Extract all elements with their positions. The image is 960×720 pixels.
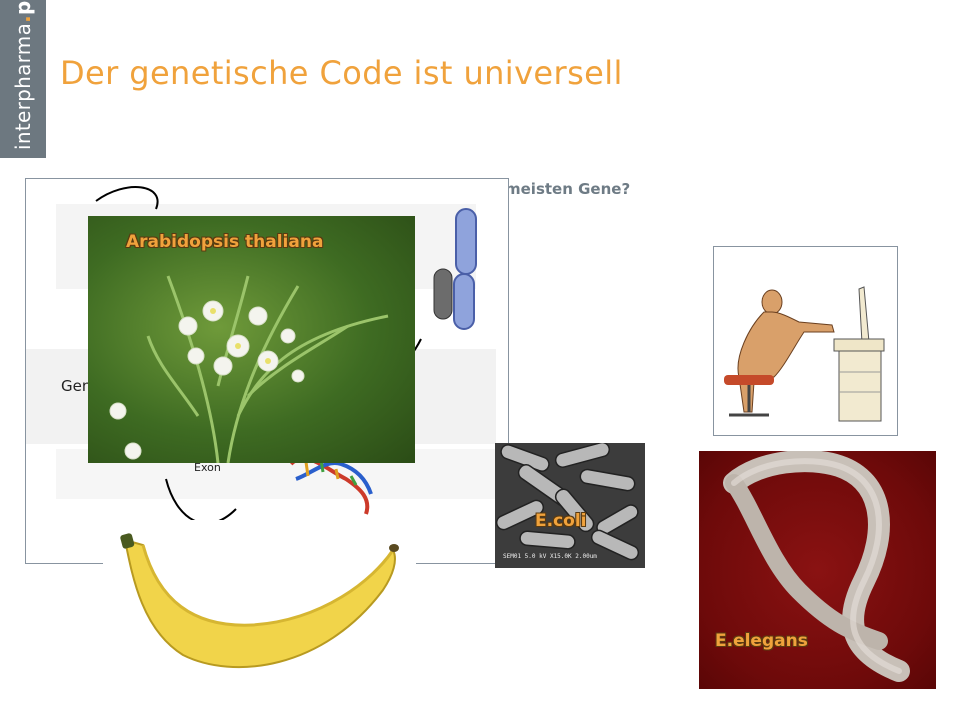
banana-illustration <box>120 533 399 669</box>
logo-bar: interpharma.ph <box>0 0 46 158</box>
arabidopsis-illustration <box>109 275 389 463</box>
diagram-label-gene: Gen <box>61 377 91 395</box>
arabidopsis-label: Arabidopsis thaliana <box>126 232 324 252</box>
elegans-photo: E.elegans <box>699 451 936 689</box>
logo-dot: . <box>11 14 35 23</box>
human-at-computer-photo <box>713 246 898 436</box>
ecoli-photo: SEM01 5.0 kV X15.0K 2.00um E.coli <box>495 443 645 568</box>
diagram-curve-top <box>95 186 159 210</box>
human-at-computer-illustration <box>724 286 885 422</box>
banana-photo <box>103 520 416 700</box>
logo-prefix: interpharma <box>11 22 35 150</box>
ecoli-illustration: SEM01 5.0 kV X15.0K 2.00um <box>495 443 640 561</box>
ecoli-scale-text: SEM01 5.0 kV X15.0K 2.00um <box>503 553 597 560</box>
elegans-illustration <box>723 451 910 682</box>
elegans-label: E.elegans <box>715 631 808 651</box>
question-text: meisten Gene? <box>505 180 631 198</box>
logo-suffix: ph <box>11 0 35 15</box>
diagram-label-exon: Exon <box>194 461 221 474</box>
chromosome-icon <box>433 208 477 330</box>
page-title: Der genetische Code ist universell <box>60 54 623 92</box>
arabidopsis-photo: Arabidopsis thaliana <box>88 216 415 463</box>
logo: interpharma.ph <box>11 0 35 150</box>
ecoli-label: E.coli <box>535 511 587 531</box>
